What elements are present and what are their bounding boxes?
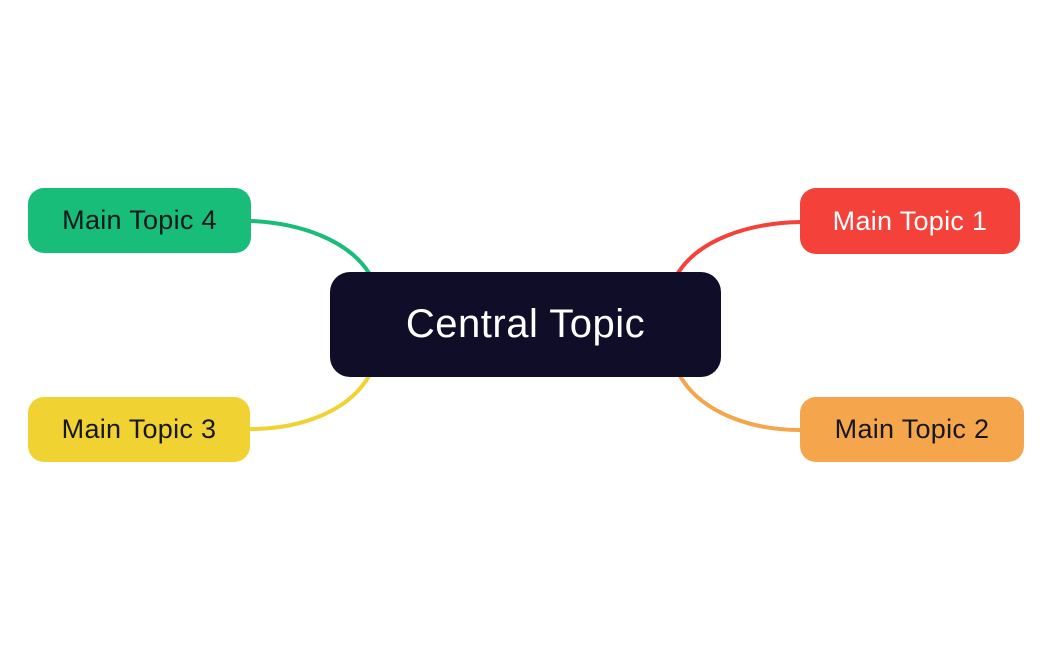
- central-topic-node[interactable]: Central Topic: [330, 272, 721, 377]
- main-topic-3-label: Main Topic 3: [61, 414, 217, 444]
- connector-central-topic-1: [676, 220, 802, 275]
- connector-central-topic-3: [248, 374, 371, 431]
- main-topic-2-node[interactable]: Main Topic 2: [800, 397, 1024, 462]
- connector-central-topic-2: [678, 374, 802, 432]
- main-topic-4-node[interactable]: Main Topic 4: [28, 188, 251, 253]
- main-topic-3-node[interactable]: Main Topic 3: [28, 397, 250, 462]
- central-topic-label: Central Topic: [405, 302, 646, 346]
- main-topic-4-label: Main Topic 4: [62, 205, 217, 235]
- main-topic-2-label: Main Topic 2: [834, 414, 990, 444]
- main-topic-1-label: Main Topic 1: [832, 205, 988, 236]
- main-topic-1-node[interactable]: Main Topic 1: [800, 188, 1020, 254]
- connector-central-topic-4: [249, 219, 371, 275]
